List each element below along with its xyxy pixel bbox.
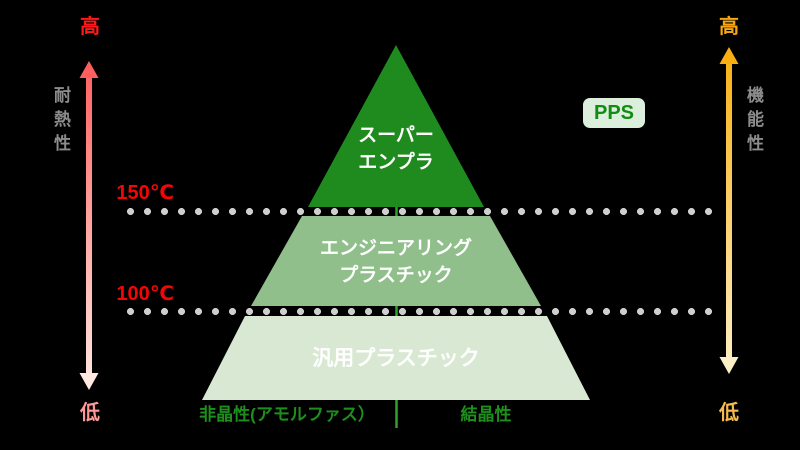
heat-resistance-arrow: [79, 61, 99, 390]
tier2-label-line1: エンジニアリング: [319, 238, 472, 259]
tier2-label-line2: プラスチック: [339, 265, 453, 286]
crystalline-label: 結晶性: [460, 405, 512, 424]
tier-general-purpose-plastics: [202, 316, 590, 400]
tier-engineering-plastics-label: エンジニアリング プラスチック: [296, 235, 496, 289]
tier-super-engineering-plastics: [308, 45, 484, 207]
functionality-arrow: [719, 47, 739, 374]
amorphous-label: 非晶性(アモルファス）: [199, 405, 375, 424]
left-axis-low-label: 低: [80, 402, 100, 424]
threshold-150c-label: 150℃: [116, 182, 174, 204]
pps-badge: PPS: [583, 98, 646, 128]
threshold-100c-label: 100℃: [116, 283, 174, 305]
dotted-line-100c: [127, 308, 713, 315]
heat-resistance-axis-label: 耐熱性: [51, 86, 70, 158]
tier-general-purpose-plastics-label: 汎用プラスチック: [276, 345, 516, 372]
dotted-line-150c: [127, 208, 713, 215]
left-axis-high-label: 高: [80, 16, 100, 38]
tier-engineering-plastics: [251, 216, 541, 306]
tier3-label-line1: 汎用プラスチック: [312, 347, 480, 370]
right-axis-high-label: 高: [719, 16, 739, 38]
tier1-label-line2: エンプラ: [358, 152, 434, 173]
tier-super-engineering-plastics-label: スーパー エンプラ: [296, 122, 496, 176]
tier1-label-line1: スーパー: [358, 125, 434, 146]
functionality-axis-label: 機能性: [744, 86, 763, 158]
right-axis-low-label: 低: [719, 402, 739, 424]
